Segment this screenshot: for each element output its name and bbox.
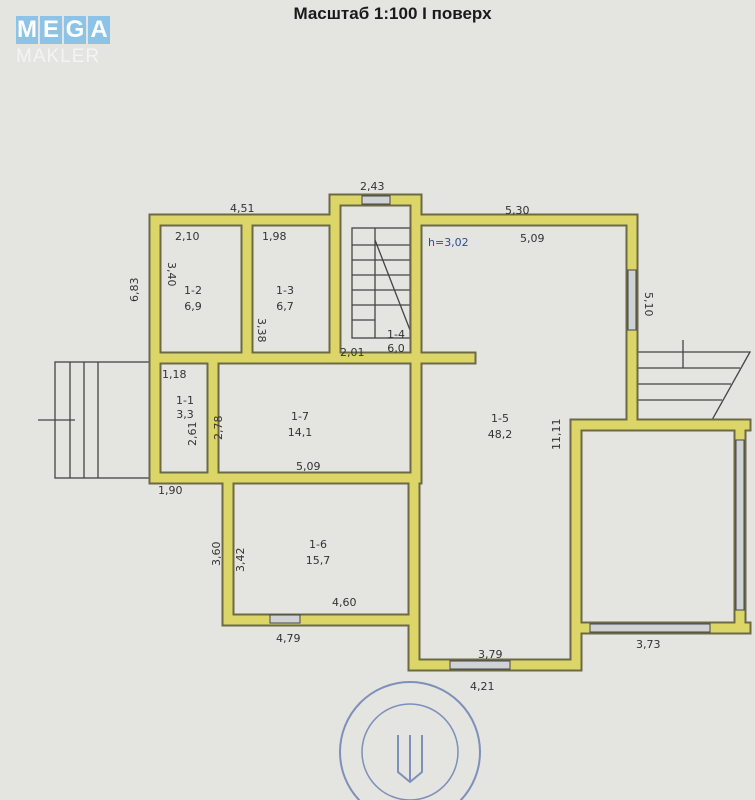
dimension-label: 11,11 — [550, 419, 563, 451]
room-1-2-area: 6,9 — [184, 300, 202, 313]
dimension-label: 3,60 — [210, 542, 223, 567]
dimension-label: 5,10 — [642, 292, 655, 317]
dimension-label: 2,10 — [175, 230, 200, 243]
dimension-label: 4,79 — [276, 632, 301, 645]
room-1-5-area: 48,2 — [488, 428, 513, 441]
room-1-5-id: 1-5 — [491, 412, 509, 425]
dimension-label: 3,73 — [636, 638, 661, 651]
room-1-6-area: 15,7 — [306, 554, 331, 567]
dimension-label: 2,78 — [212, 416, 225, 441]
room-1-2-id: 1-2 — [184, 284, 202, 297]
internal-stairs — [351, 227, 411, 339]
room-1-7-area: 14,1 — [288, 426, 313, 439]
dimension-labels: 4,51 2,43 5,30 5,09 h=3,02 2,10 1,98 3,4… — [128, 180, 661, 693]
room-1-4-area: 6,0 — [387, 342, 405, 355]
walls — [148, 193, 752, 672]
dimension-label: 4,51 — [230, 202, 255, 215]
logo-makler: MAKLER — [16, 46, 101, 67]
dimension-label: 5,30 — [505, 204, 530, 217]
height-note: h=3,02 — [428, 236, 469, 249]
room-1-1-area: 3,3 — [176, 408, 194, 421]
dimension-label: 1,18 — [162, 368, 187, 381]
room-1-7-id: 1-7 — [291, 410, 309, 423]
dimension-label: 3,79 — [478, 648, 503, 661]
room-1-4-id: 1-4 — [387, 328, 405, 341]
left-porch-stairs — [38, 361, 153, 479]
room-1-3-id: 1-3 — [276, 284, 294, 297]
plan-title: Масштаб 1:100 I поверх — [293, 4, 492, 23]
dimension-label: 4,21 — [470, 680, 495, 693]
dimension-label: 2,61 — [186, 422, 199, 447]
dimension-label: 3,38 — [255, 318, 268, 343]
dimension-label: 5,09 — [296, 460, 321, 473]
official-stamp — [339, 681, 481, 800]
dimension-label: 6,83 — [128, 278, 141, 303]
room-1-6-id: 1-6 — [309, 538, 327, 551]
room-labels: 1-1 3,3 1-2 6,9 1-3 6,7 1-4 6,0 1-5 48,2… — [176, 284, 512, 567]
dimension-label: 3,40 — [165, 262, 178, 287]
room-1-1-id: 1-1 — [176, 394, 194, 407]
dimension-label: 2,43 — [360, 180, 385, 193]
dimension-label: 1,98 — [262, 230, 287, 243]
right-porch-stairs — [635, 340, 752, 421]
dimension-label: 5,09 — [520, 232, 545, 245]
dimension-label: 1,90 — [158, 484, 183, 497]
room-1-3-area: 6,7 — [276, 300, 294, 313]
dimension-label: 4,60 — [332, 596, 357, 609]
dimension-label: 3,42 — [234, 548, 247, 573]
dimension-label: 2,01 — [340, 346, 365, 359]
